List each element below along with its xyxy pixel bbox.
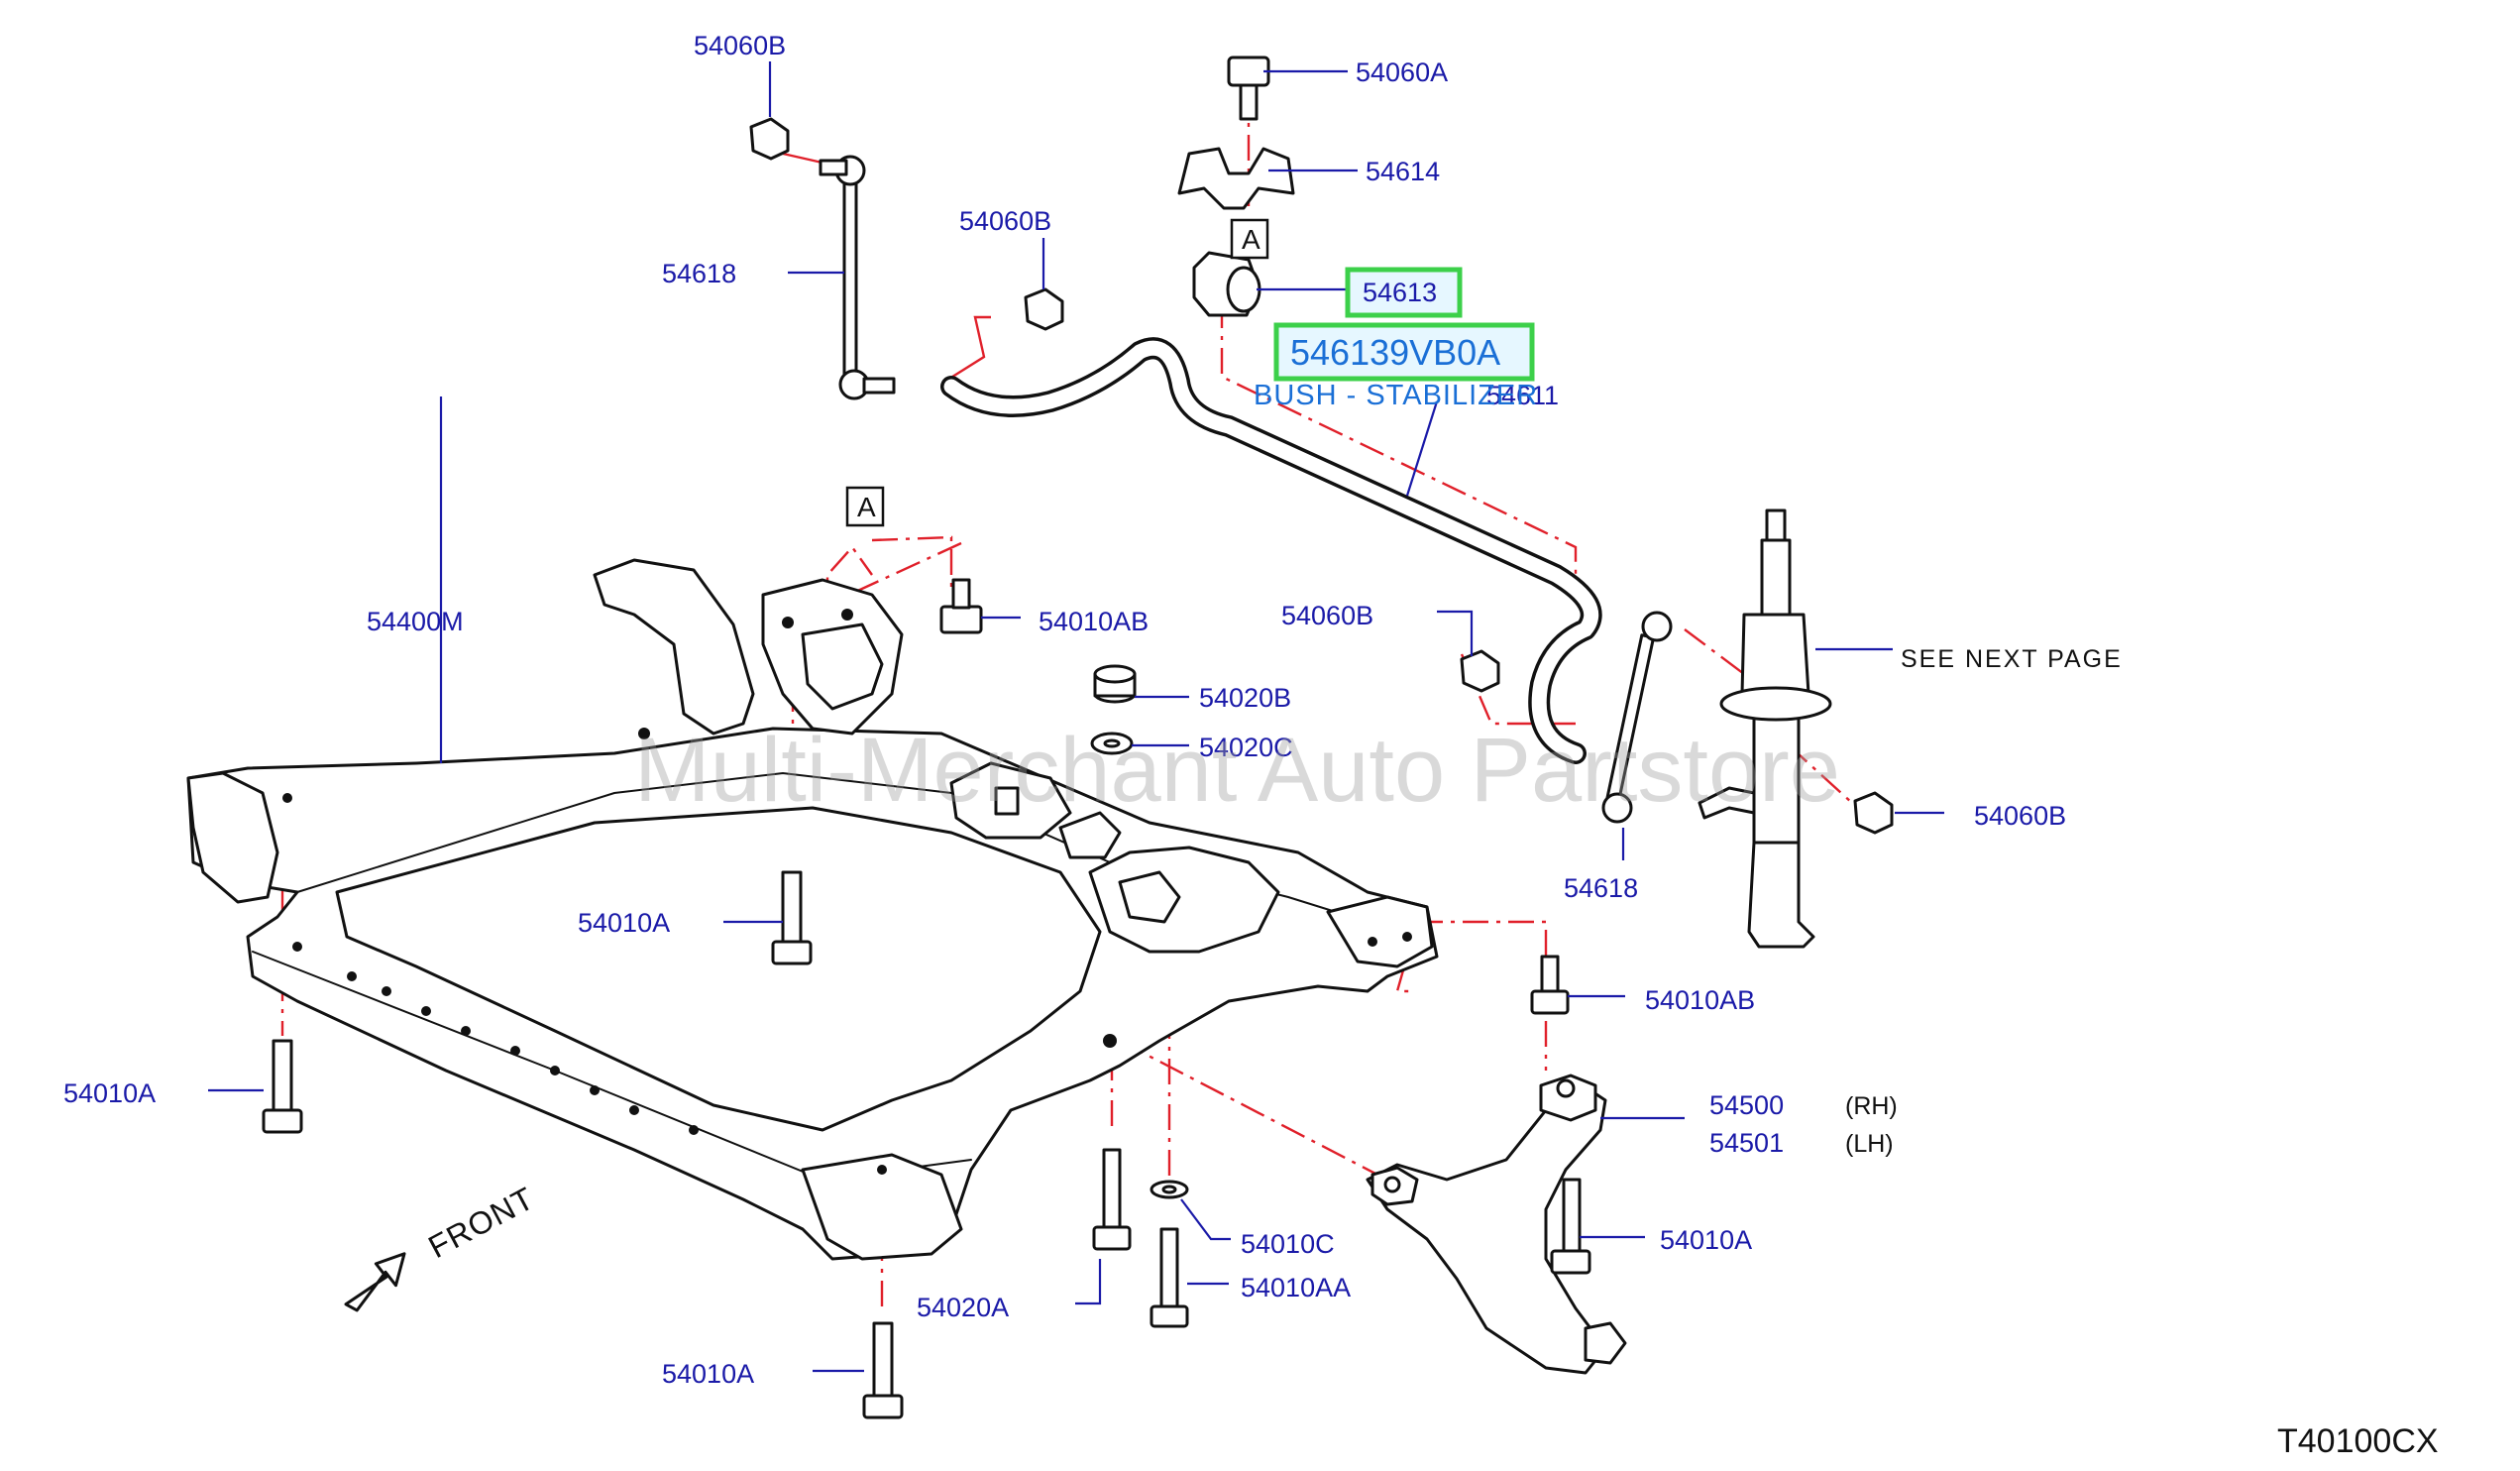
callout-54613[interactable]: 54613 (1363, 278, 1437, 307)
callout-54400m[interactable]: 54400M (367, 607, 464, 636)
callout-54611[interactable]: 54611 (1486, 381, 1559, 410)
lower-control-arm[interactable] (1366, 1074, 1627, 1375)
callout-54010a-arm[interactable]: 54010A (1660, 1225, 1752, 1255)
callout-54501[interactable]: 54501 (1709, 1128, 1784, 1158)
highlight-part-number[interactable]: 546139VB0A (1290, 332, 1500, 373)
highlight-box-54613 (1345, 267, 1463, 318)
bolt-54010ab-top[interactable] (939, 578, 983, 634)
callout-54500[interactable]: 54500 (1709, 1090, 1784, 1120)
assembly-dash-lines (280, 89, 1864, 1313)
stabilizer-link-right[interactable] (1601, 611, 1673, 824)
callout-54060b-strut[interactable]: 54060B (1974, 801, 2066, 831)
callout-54618-left[interactable]: 54618 (662, 259, 736, 288)
ref-marker-top: A (1230, 218, 1269, 260)
front-strut[interactable] (1698, 509, 1832, 949)
bolt-54010a-center[interactable] (771, 870, 813, 965)
callout-54060a[interactable]: 54060A (1356, 57, 1448, 87)
front-label: FRONT (422, 1180, 540, 1265)
callout-54010ab-right[interactable]: 54010AB (1645, 985, 1755, 1015)
leader-lines (208, 61, 1944, 1373)
highlight-description: BUSH - STABILIZER (1254, 380, 1538, 411)
bush-54613[interactable] (1192, 251, 1261, 317)
clamp-54614[interactable] (1177, 147, 1295, 210)
side-rh: (RH) (1845, 1092, 1898, 1120)
nut-54060b-right[interactable] (1460, 649, 1500, 693)
callout-54010aa[interactable]: 54010AA (1241, 1273, 1351, 1302)
ref-marker-bracket: A (845, 486, 885, 527)
subframe-holes (282, 609, 1412, 1175)
callout-54010a-center[interactable]: 54010A (578, 908, 670, 938)
stabilizer-bar[interactable] (940, 337, 1602, 764)
callout-54010a-bottom[interactable]: 54010A (662, 1359, 754, 1389)
callout-54060b-top[interactable]: 54060B (694, 31, 786, 60)
bolt-54020a[interactable] (1092, 1148, 1132, 1251)
svg-text:A: A (857, 492, 878, 522)
bolt-54010ab-right[interactable] (1530, 955, 1570, 1015)
watermark: Multi-Merchant Auto Partstore (634, 720, 1840, 821)
nut-54060b-mid[interactable] (1024, 287, 1064, 331)
callout-54010a-left[interactable]: 54010A (63, 1078, 156, 1108)
bolt-54010aa[interactable] (1150, 1227, 1189, 1328)
callout-labels: 54060B 54060A 54614 54618 54060B 54613 5… (63, 31, 2123, 1389)
stabilizer-link-left[interactable] (819, 155, 896, 400)
callout-54010ab-top[interactable]: 54010AB (1039, 607, 1149, 636)
callout-54010c[interactable]: 54010C (1241, 1229, 1335, 1259)
callout-54060b-mid[interactable]: 54060B (959, 206, 1051, 236)
nut-54060b-strut[interactable] (1853, 791, 1894, 835)
callout-54060b-right[interactable]: 54060B (1281, 601, 1373, 630)
bolt-54010a-arm[interactable] (1550, 1178, 1591, 1275)
callout-54020a[interactable]: 54020A (917, 1293, 1009, 1322)
see-next-page[interactable]: SEE NEXT PAGE (1901, 645, 2123, 673)
bolt-54060a[interactable] (1227, 56, 1270, 121)
callout-54614[interactable]: 54614 (1366, 157, 1440, 186)
diagram-code: T40100CX (2277, 1422, 2439, 1460)
highlight-box-part-number (1273, 322, 1535, 382)
front-subframe[interactable] (186, 558, 1439, 1261)
nut-54060b-top[interactable] (749, 117, 790, 161)
bolt-54010a-left[interactable] (262, 1039, 303, 1134)
washer-54010c[interactable] (1150, 1180, 1189, 1199)
bolt-54010a-bottom[interactable] (862, 1321, 904, 1419)
svg-text:A: A (1242, 224, 1262, 255)
callout-54618-right[interactable]: 54618 (1564, 873, 1638, 903)
nut-54020b[interactable] (1093, 664, 1137, 704)
side-lh: (LH) (1845, 1130, 1894, 1158)
callout-54020b[interactable]: 54020B (1199, 683, 1291, 713)
washer-54020c[interactable] (1090, 732, 1134, 755)
front-arrow-icon (344, 1252, 406, 1312)
callout-54020c[interactable]: 54020C (1199, 733, 1293, 762)
